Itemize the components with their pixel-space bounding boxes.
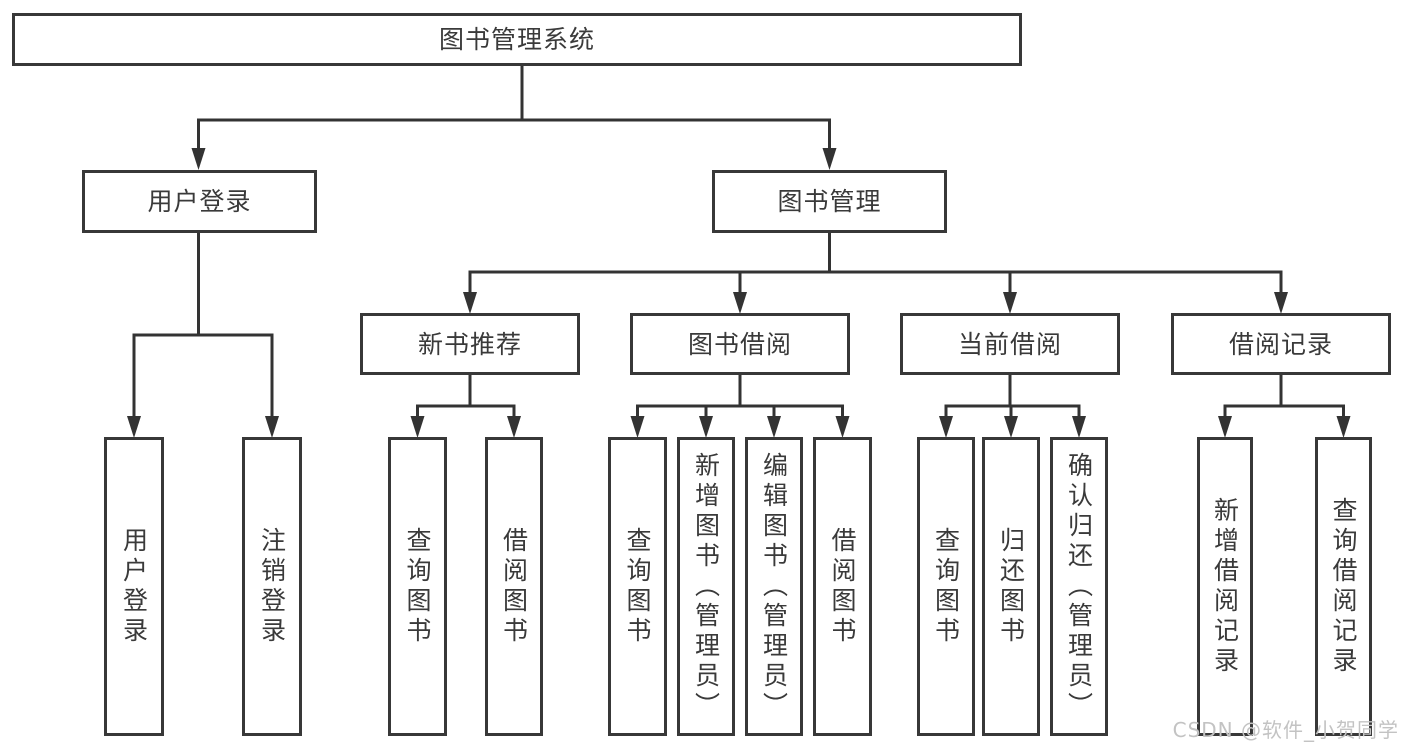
leaf-query-books-borrow: 查询图书	[608, 437, 667, 736]
node-current-borrow: 当前借阅	[900, 313, 1120, 375]
watermark: CSDN @软件_小贺同学	[1172, 718, 1399, 742]
leaf-query-borrow-record: 查询借阅记录	[1315, 437, 1372, 736]
leaf-query-books-current: 查询图书	[917, 437, 975, 736]
node-library-system: 图书管理系统	[12, 13, 1022, 66]
node-user-login: 用户登录	[82, 170, 317, 233]
leaf-query-books-recommend: 查询图书	[388, 437, 447, 736]
leaf-add-borrow-record: 新增借阅记录	[1197, 437, 1253, 736]
leaf-add-books-admin: 新增图书（管理员）	[677, 437, 735, 736]
leaf-borrow-books: 借阅图书	[813, 437, 872, 736]
node-borrow-records: 借阅记录	[1171, 313, 1391, 375]
leaf-return-books: 归还图书	[982, 437, 1040, 736]
leaf-logout: 注销登录	[242, 437, 302, 736]
node-book-management: 图书管理	[712, 170, 947, 233]
leaf-edit-books-admin: 编辑图书（管理员）	[745, 437, 803, 736]
leaf-user-login: 用户登录	[104, 437, 164, 736]
leaf-borrow-books-recommend: 借阅图书	[485, 437, 543, 736]
leaf-confirm-return-admin: 确认归还（管理员）	[1050, 437, 1108, 736]
node-book-borrow: 图书借阅	[630, 313, 850, 375]
node-new-book-recommend: 新书推荐	[360, 313, 580, 375]
